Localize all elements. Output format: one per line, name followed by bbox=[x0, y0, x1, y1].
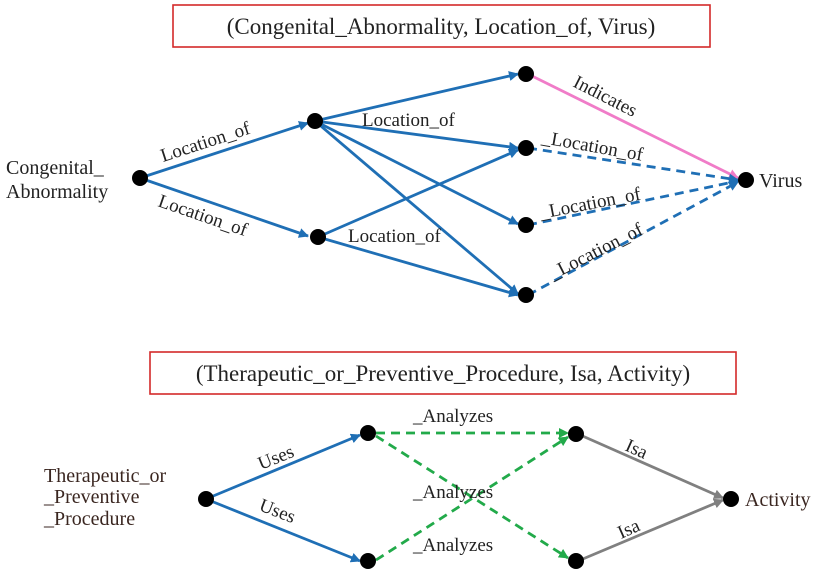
node-n4 bbox=[518, 287, 534, 303]
edge-label-midtop-out: Location_of bbox=[362, 110, 456, 131]
label-therapeutic-line3: _Procedure bbox=[43, 508, 135, 530]
node-n1 bbox=[518, 66, 534, 82]
node-congenital-abnormality bbox=[132, 170, 148, 186]
label-activity: Activity bbox=[745, 489, 811, 511]
edge-label-analyzes-middle: _Analyzes bbox=[412, 482, 493, 503]
edge-label-analyzes-bottom: _Analyzes bbox=[412, 535, 493, 556]
node-d2-mid-top bbox=[360, 425, 376, 441]
edge-isa-bottom bbox=[577, 498, 724, 563]
diagram-1-title-box bbox=[172, 4, 711, 48]
edge-label-isa-bottom: Isa bbox=[614, 515, 643, 543]
edge-label-indicates: Indicates bbox=[570, 72, 641, 122]
diagram-2-title-box bbox=[149, 351, 737, 395]
edge-midbottom-to-n2 bbox=[317, 148, 519, 239]
edge-uses-bottom bbox=[205, 497, 361, 563]
edge-isa-top bbox=[577, 432, 724, 500]
edge-midtop-to-n3 bbox=[314, 119, 519, 226]
label-congenital-line2: Abnormality bbox=[6, 181, 108, 203]
edge-label-analyzes-top: _Analyzes bbox=[412, 406, 493, 427]
edge-uses-top bbox=[205, 433, 361, 501]
label-congenital-line1: Congenital_ bbox=[6, 157, 105, 179]
node-therapeutic-procedure bbox=[198, 491, 214, 507]
node-n3 bbox=[518, 217, 534, 233]
node-mid-top bbox=[307, 113, 323, 129]
edge-dashed-n2-virus bbox=[527, 146, 739, 184]
label-therapeutic-line2: _Preventive bbox=[43, 486, 140, 508]
edge-midtop-to-n4 bbox=[314, 119, 519, 296]
edge-src-to-mid-top bbox=[139, 121, 309, 180]
node-n2 bbox=[518, 140, 534, 156]
node-d2-right-top bbox=[568, 426, 584, 442]
label-therapeutic-line1: Therapeutic_or bbox=[44, 465, 166, 487]
edge-analyzes-cross-down bbox=[375, 434, 569, 560]
edge-label-dashed-3: _Location_of bbox=[545, 219, 647, 285]
edge-analyzes-cross-up bbox=[375, 435, 569, 562]
diagram-2-title: (Therapeutic_or_Preventive_Procedure, Is… bbox=[196, 361, 690, 386]
edge-midtop-to-n1 bbox=[314, 71, 519, 123]
node-virus bbox=[738, 172, 754, 188]
diagram-1-title: (Congenital_Abnormality, Location_of, Vi… bbox=[227, 14, 656, 39]
edge-midtop-to-n2 bbox=[314, 119, 519, 152]
node-d2-right-bottom bbox=[568, 553, 584, 569]
edge-label-isa-top: Isa bbox=[622, 435, 651, 463]
label-virus: Virus bbox=[759, 170, 802, 192]
node-d2-mid-bottom bbox=[360, 553, 376, 569]
edge-src-to-mid-bottom bbox=[139, 176, 309, 238]
edge-label-dashed-2: _Location_of bbox=[537, 184, 643, 224]
edge-indicates bbox=[527, 72, 739, 180]
node-mid-bottom bbox=[310, 229, 326, 245]
edge-dashed-n4-virus bbox=[527, 180, 739, 297]
diagram-1: (Congenital_Abnormality, Location_of, Vi… bbox=[6, 4, 802, 303]
edge-label-dashed-1: _Location_of bbox=[539, 127, 645, 166]
node-activity bbox=[723, 491, 739, 507]
edge-dashed-n3-virus bbox=[527, 177, 739, 227]
edge-label-midbottom-out: Location_of bbox=[348, 226, 442, 247]
edge-label-src-mid-top: Location_of bbox=[158, 118, 253, 167]
edge-midbottom-to-n4 bbox=[317, 235, 519, 298]
diagram-2: (Therapeutic_or_Preventive_Procedure, Is… bbox=[43, 351, 811, 569]
